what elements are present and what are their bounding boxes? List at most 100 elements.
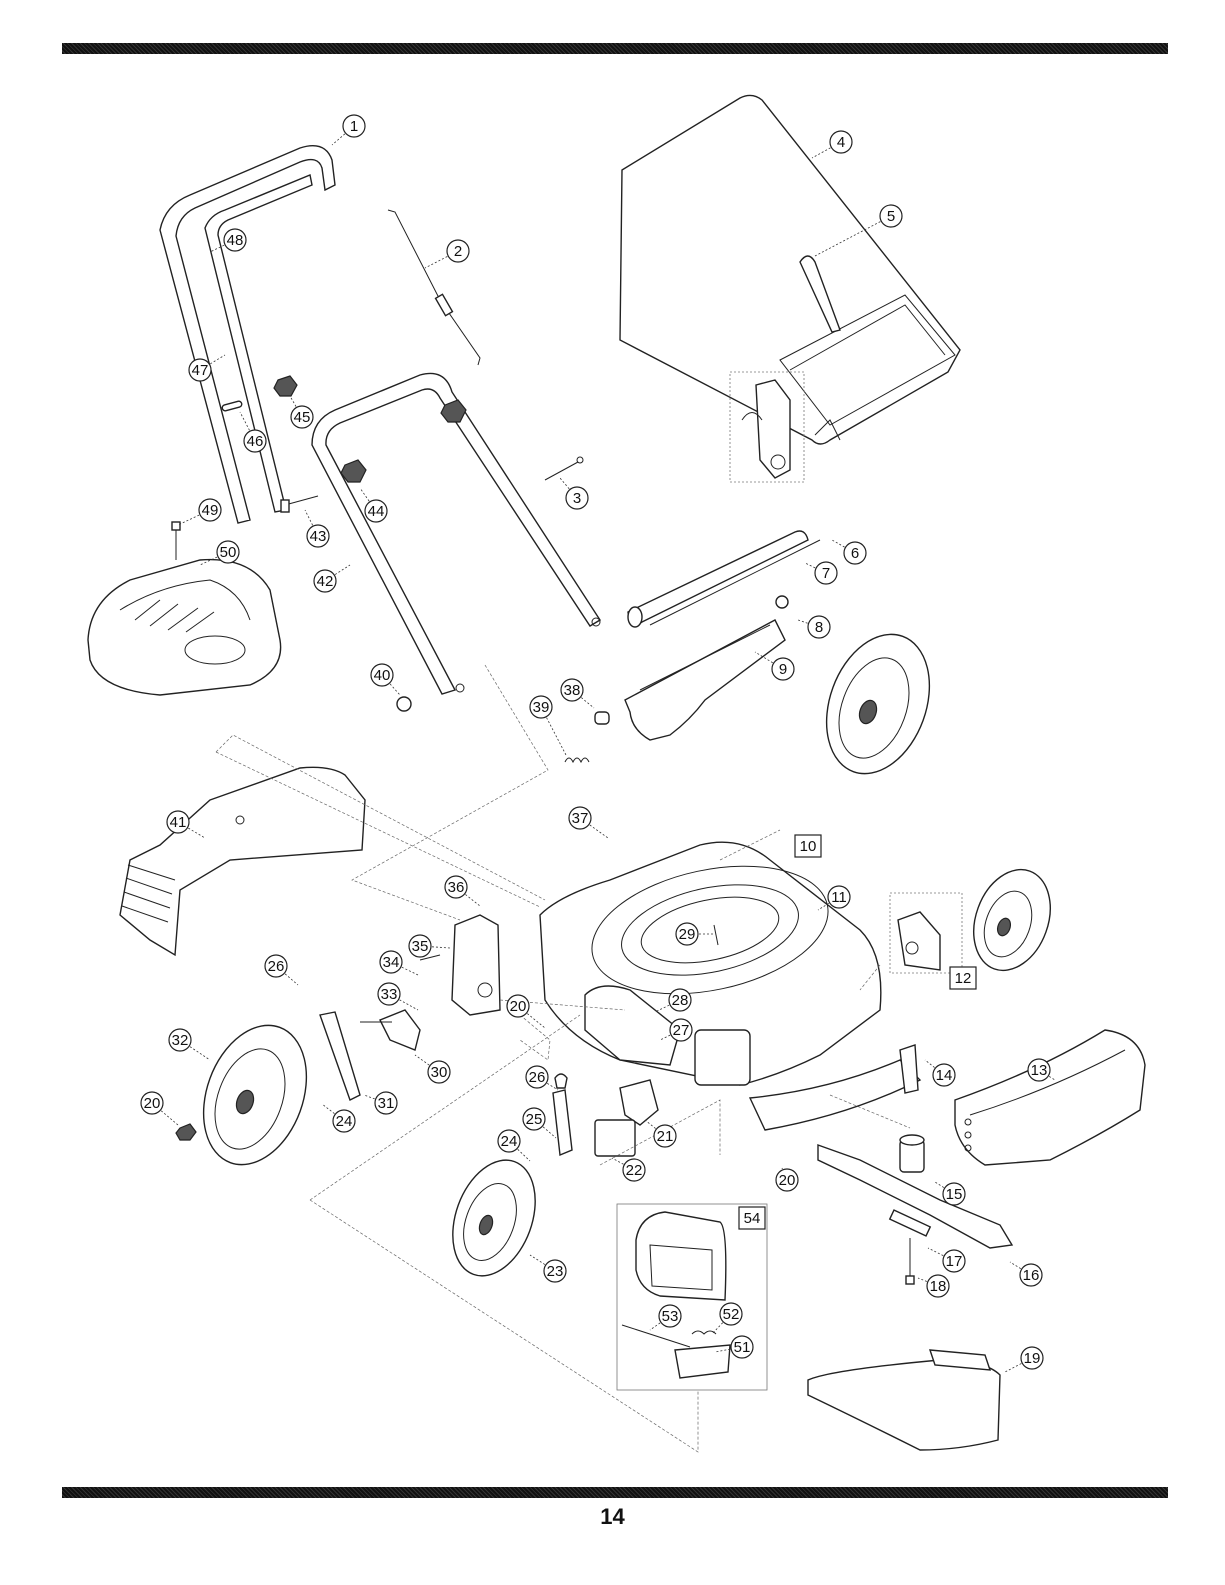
callout-number: 6	[851, 545, 859, 562]
wheel-left-rear	[176, 1011, 325, 1179]
callout-number: 1	[350, 118, 358, 135]
callout-number: 48	[227, 232, 244, 249]
rear-baffle	[808, 1350, 1000, 1450]
pin-part-3	[545, 457, 583, 480]
callout-number: 36	[448, 879, 465, 896]
page-number: 14	[0, 1504, 1225, 1530]
callout-c31: 31	[364, 1092, 397, 1114]
callout-number: 31	[378, 1095, 395, 1112]
callout-c52: 52	[712, 1303, 742, 1334]
callout-number: 24	[501, 1133, 518, 1150]
callout-c3: 3	[560, 478, 588, 509]
wheel-right-front	[960, 859, 1063, 981]
mower-deck	[540, 842, 881, 1085]
callout-number: 7	[822, 565, 830, 582]
height-adjuster-right	[553, 1074, 658, 1156]
side-discharge-chute	[120, 767, 365, 955]
wheel-left-front	[438, 1149, 550, 1288]
callout-c8: 8	[798, 616, 830, 638]
callout-c42: 42	[314, 565, 350, 592]
boxed-callout-number: 12	[955, 970, 972, 987]
callout-c20c: 20	[776, 1168, 798, 1191]
callout-number: 17	[946, 1253, 963, 1270]
callout-c26b: 26	[526, 1066, 558, 1090]
callout-c39: 39	[530, 696, 566, 755]
callout-number: 53	[662, 1308, 679, 1325]
boxed-callout-number: 54	[744, 1210, 761, 1227]
callout-c21: 21	[645, 1120, 676, 1147]
upper-handle	[160, 146, 335, 523]
callout-c18: 18	[918, 1275, 949, 1297]
callout-number: 20	[144, 1095, 161, 1112]
callout-c32: 32	[169, 1029, 210, 1060]
callout-number: 21	[657, 1128, 674, 1145]
grass-catcher-bag	[620, 95, 960, 444]
callout-number: 22	[626, 1162, 643, 1179]
front-bumper	[955, 1030, 1145, 1165]
callout-number: 20	[779, 1172, 796, 1189]
callout-c24a: 24	[322, 1104, 355, 1132]
bottom-rule	[62, 1487, 1168, 1498]
callout-number: 33	[381, 986, 398, 1003]
callout-number: 38	[564, 682, 581, 699]
callout-c2: 2	[425, 240, 469, 268]
callout-number: 19	[1024, 1350, 1041, 1367]
control-cable	[388, 210, 480, 365]
callout-c22: 22	[612, 1158, 645, 1181]
bracket-box-12	[890, 893, 962, 973]
callout-number: 39	[533, 699, 550, 716]
callout-number: 40	[374, 667, 391, 684]
callout-c20a: 20	[141, 1092, 178, 1125]
hinge-rod-assembly	[628, 531, 820, 627]
callout-number: 37	[572, 810, 589, 827]
callout-number: 43	[310, 528, 327, 545]
callout-number: 16	[1023, 1267, 1040, 1284]
callout-number: 46	[247, 433, 264, 450]
callout-number: 20	[510, 998, 527, 1015]
callout-c45: 45	[290, 396, 313, 428]
callout-number: 27	[673, 1022, 690, 1039]
callout-number: 50	[220, 544, 237, 561]
callout-number: 28	[672, 992, 689, 1009]
callout-c19: 19	[1005, 1347, 1043, 1372]
callout-c25: 25	[523, 1108, 556, 1138]
callout-c49: 49	[178, 499, 221, 525]
spring-and-spacer	[397, 697, 609, 762]
blade-adapter	[900, 1135, 924, 1172]
callout-c23: 23	[530, 1255, 566, 1282]
callout-c7: 7	[805, 562, 837, 584]
callout-number: 13	[1031, 1062, 1048, 1079]
callout-number: 35	[412, 938, 429, 955]
callout-number: 26	[268, 958, 285, 975]
callout-number: 44	[368, 503, 385, 520]
callout-c35: 35	[409, 935, 450, 957]
callout-number: 18	[930, 1278, 947, 1295]
callout-number: 45	[294, 409, 311, 426]
boxed-callout-b54: 54	[739, 1207, 765, 1229]
callout-number: 9	[779, 661, 787, 678]
callout-c14: 14	[925, 1060, 955, 1086]
callout-number: 4	[837, 134, 845, 151]
callout-number: 29	[679, 926, 696, 943]
callout-number: 47	[192, 362, 209, 379]
callout-number: 32	[172, 1032, 189, 1049]
boxed-callout-number: 10	[800, 838, 817, 855]
wheel-rear-right	[808, 620, 947, 788]
callout-number: 2	[454, 243, 462, 260]
callout-c6: 6	[832, 540, 866, 564]
callout-number: 3	[573, 490, 581, 507]
callout-number: 8	[815, 619, 823, 636]
callout-number: 11	[831, 889, 847, 906]
callout-c40: 40	[371, 664, 400, 695]
callout-c1: 1	[332, 115, 365, 145]
callout-c36: 36	[445, 876, 480, 906]
callout-number: 14	[936, 1067, 953, 1084]
callout-number: 52	[723, 1306, 740, 1323]
callout-c33: 33	[378, 983, 418, 1010]
callout-number: 41	[170, 814, 187, 831]
callout-c30: 30	[415, 1055, 450, 1083]
callout-number: 34	[383, 954, 400, 971]
callout-number: 5	[887, 208, 895, 225]
callout-c17: 17	[928, 1248, 965, 1272]
